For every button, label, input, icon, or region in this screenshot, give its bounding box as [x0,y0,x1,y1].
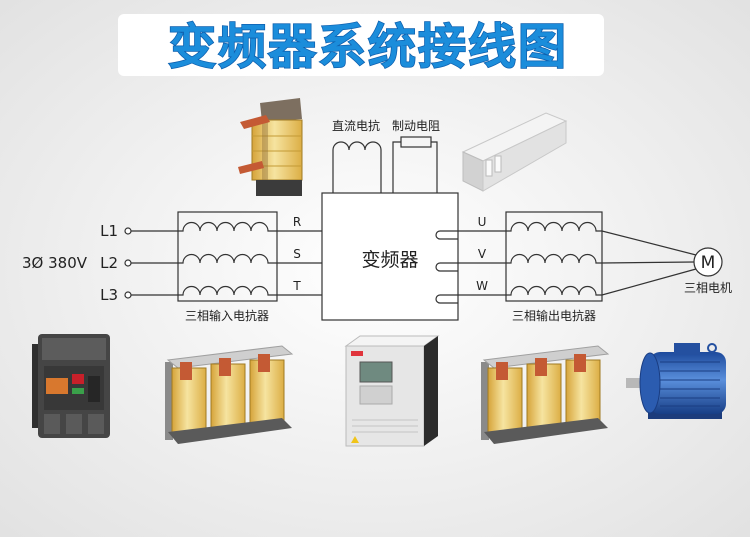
braking-resistor-photo [461,112,568,192]
motor-shaft [626,378,646,388]
breaker-terminal [44,414,60,434]
warning-icon [351,436,359,443]
base-frame [256,180,302,196]
motor-terminal-box [674,343,700,355]
copper-terminal [240,115,270,129]
copper-terminal [258,354,270,372]
copper-terminal [180,362,192,380]
bracket [262,120,268,180]
line-label-l2: L2 [100,254,118,272]
title-banner: 变频器系统接线图 [118,14,604,76]
dc-reactor-symbol [332,141,382,193]
motor-feet [648,410,722,419]
side-bracket [481,362,489,440]
motor-symbol [693,247,723,277]
output-reactor-label: 三相输出电抗器 [512,308,596,323]
vfd-label: 变频器 [361,249,418,271]
terminal-l3 [124,291,132,299]
line-label-l3: L3 [100,286,118,304]
coil [526,363,562,431]
drive-keypad [359,385,393,405]
breaker-top [42,338,106,360]
terminal-l1 [124,227,132,235]
bottom-frame [484,418,608,444]
vfd-drive-photo [344,335,440,447]
input-wire-l1 [131,221,345,240]
copper-terminal [496,362,508,380]
terminal-l2 [124,259,132,267]
top-frame [166,345,294,369]
terminal-label-u: U [478,215,487,229]
output-wire-v [435,253,695,272]
motor-eyebolt [707,343,717,353]
top-frame [482,345,610,369]
output-reactor-box [505,211,603,302]
braking-resistor-symbol [400,136,432,148]
dc-reactor-label: 直流电抗 [332,118,380,133]
side-bracket [165,362,173,440]
breaker-terminal [88,414,104,434]
motor-symbol-letter: M [701,253,716,273]
breaker-side [32,344,42,428]
copper-terminal [535,358,547,376]
output-wire-w [435,268,697,304]
breaker-terminal [66,414,82,434]
motor-photo [626,343,726,419]
terminal-label-t: T [292,279,301,293]
terminal-label-w: W [476,279,488,293]
input-wire-l3 [131,285,345,304]
breaker-nameplate [46,378,68,394]
drive-top [344,335,440,347]
input-reactor-box [177,211,278,302]
breaker-handle [88,376,100,402]
core-top [260,98,302,122]
copper-terminal [219,358,231,376]
dc-reactor-photo [238,98,303,196]
lead-wire [494,155,502,173]
drive-side [424,336,438,446]
page-title: 变频器系统接线图 [168,19,568,75]
copper-terminal [238,161,264,174]
drive-display [359,361,393,383]
brand-mark [351,351,363,356]
braking-resistor-wire [392,141,438,193]
circuit-breaker-photo [32,334,110,438]
line-label-l1: L1 [100,222,118,240]
output-wire-u [435,221,697,256]
output-reactor-photo [481,345,610,444]
copper-terminal [574,354,586,372]
motor-body [650,352,726,414]
terminal-label-s: S [293,247,301,261]
input-reactor-label: 三相输入电抗器 [185,308,269,323]
terminal-label-r: R [293,215,301,229]
input-wire-l2 [131,253,345,272]
motor-end-bell [639,352,661,414]
bottom-frame [168,418,292,444]
title-box [118,14,604,76]
breaker-indicator [72,388,84,394]
housing-side [482,120,567,192]
terminal-label-v: V [478,247,487,261]
supply-voltage-label: 3Ø 380V [22,254,88,272]
lead-wire [485,159,493,177]
breaker-trip-button [72,374,84,384]
vfd-box [321,192,459,321]
motor-label: 三相电机 [684,281,732,295]
coil-body [251,119,303,181]
braking-resistor-label: 制动电阻 [392,119,440,133]
input-reactor-photo [165,345,294,444]
